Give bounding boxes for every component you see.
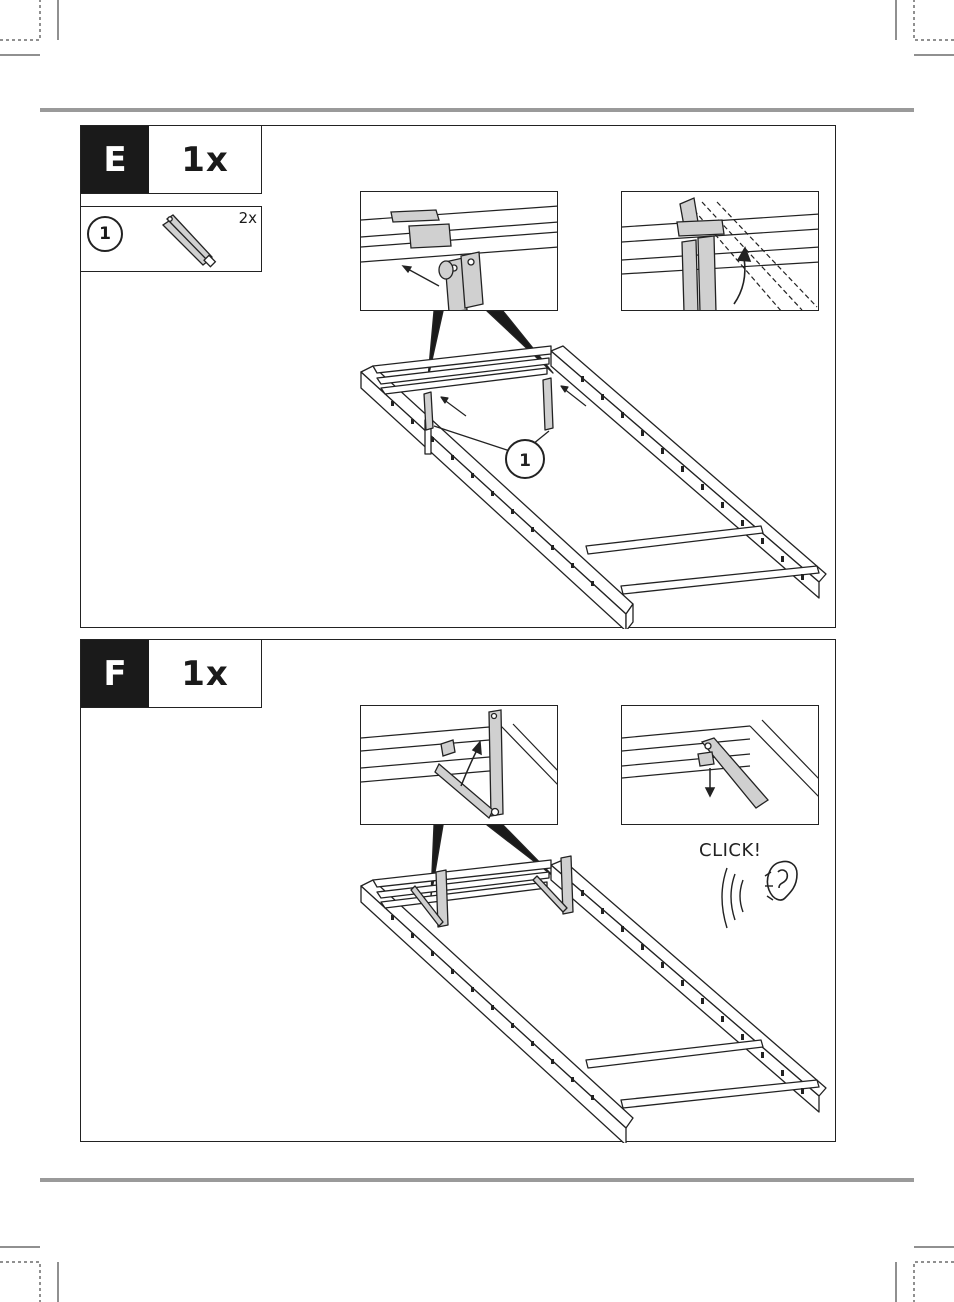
step-f-header: F 1x: [81, 640, 262, 708]
sound-waves-icon: [721, 867, 774, 929]
step-f-quantity: 1x: [181, 653, 229, 694]
top-rule: [40, 108, 914, 112]
step-e-detail-rotate: [621, 191, 819, 311]
step-e-letter: E: [81, 126, 149, 193]
step-f-detail-raise: [360, 705, 558, 825]
step-e-parts-list: 1 2x: [81, 206, 262, 272]
step-f-frame-illustration: CLICK!: [360, 824, 827, 1143]
ear-icon: [766, 860, 798, 901]
part-callout-number: 1: [519, 451, 531, 471]
step-f-letter: F: [81, 640, 149, 707]
part-callout: 1: [505, 439, 545, 479]
hinge-bracket-icon: [361, 205, 557, 310]
step-e-quantity: 1x: [181, 139, 229, 180]
step-e-detail-insert: [360, 191, 558, 311]
part-count: 2x: [238, 209, 257, 227]
support-lock-icon: [622, 719, 818, 809]
step-e-frame-illustration: 1: [360, 310, 827, 629]
step-e-header: E 1x: [81, 126, 262, 194]
hinge-bracket-rotated-icon: [622, 197, 818, 310]
step-e-panel: E 1x 1 2x: [80, 125, 836, 629]
support-arm-icon: [361, 709, 557, 820]
click-label: CLICK!: [699, 840, 762, 861]
part-number-badge: 1: [87, 216, 123, 252]
bottom-rule: [40, 1178, 914, 1182]
step-f-panel: F 1x: [80, 639, 836, 1143]
step-f-detail-lock: [621, 705, 819, 825]
hinge-bracket-icon: [161, 214, 217, 268]
